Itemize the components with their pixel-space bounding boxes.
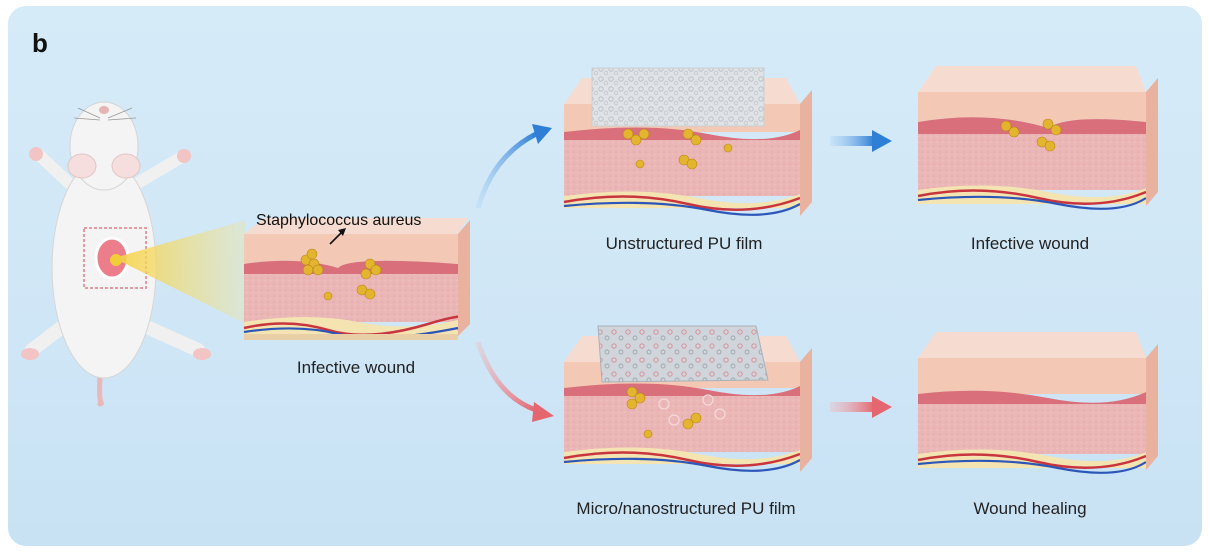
arrowhead-blue-curve xyxy=(532,124,552,144)
skin-block-healed xyxy=(917,332,1158,474)
label-wound-healing: Wound healing xyxy=(973,499,1087,518)
skin-block-initial xyxy=(243,218,470,340)
label-micronano-film: Micro/nanostructured PU film xyxy=(576,499,796,518)
mouse-illustration xyxy=(21,101,246,407)
arrowhead-blue-straight xyxy=(872,130,892,152)
arrow-to-unstructured-film xyxy=(475,131,538,209)
arrow-top-right-shaft xyxy=(830,136,874,146)
skin-block-infective-result xyxy=(917,66,1158,210)
pointer-arrowhead xyxy=(338,228,346,236)
figure-panel: b xyxy=(8,6,1202,546)
arrow-to-micronano-film xyxy=(475,341,537,413)
bacteria-annotation: Staphylococcus aureus xyxy=(256,212,422,229)
label-top-infective-wound: Infective wound xyxy=(970,234,1090,253)
schematic-scene xyxy=(21,66,1158,474)
label-start-infective-wound: Infective wound xyxy=(296,358,416,377)
skin-block-micronano-film xyxy=(563,325,812,472)
pointer-arrow-bacteria xyxy=(329,231,343,245)
label-unstructured-film: Unstructured PU film xyxy=(605,234,763,253)
panel-letter: b xyxy=(32,28,48,58)
skin-block-unstructured-film xyxy=(563,67,812,216)
arrowhead-pink-curve xyxy=(532,402,554,422)
arrowhead-pink-straight xyxy=(872,396,892,418)
arrow-bottom-right-shaft xyxy=(830,402,874,412)
